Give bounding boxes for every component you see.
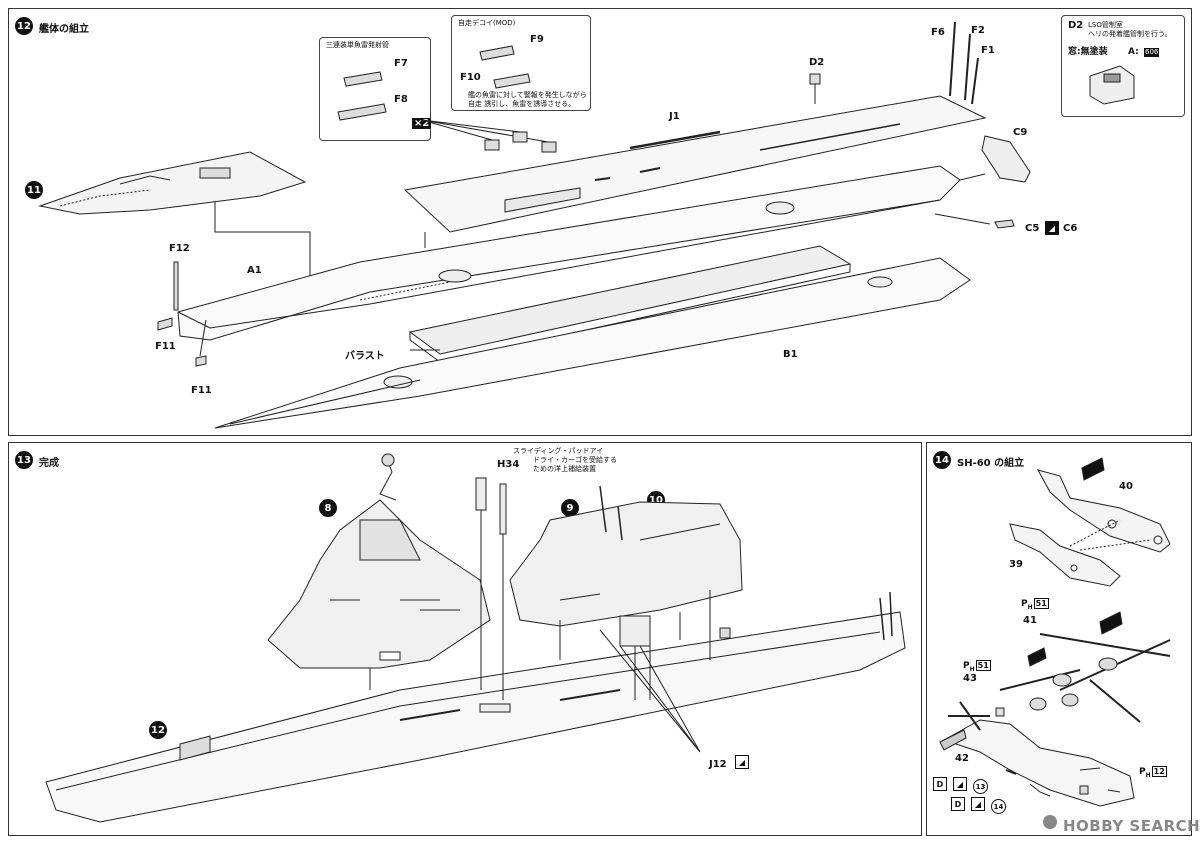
part-42-label: 42	[955, 753, 969, 764]
part-f11a-label: F11	[155, 341, 176, 352]
part-f10-label: F10	[460, 72, 481, 83]
sub-step-10: 10	[647, 491, 665, 509]
step14-number: 14	[933, 451, 951, 469]
ballast-label: バラスト	[345, 351, 385, 362]
decoy-callout-title: 自走デコイ(MOD)	[458, 19, 516, 27]
decal-d-icon: D	[951, 797, 965, 811]
part-40-label: 40	[1119, 481, 1133, 492]
decoy-note-line2: 自走 誘引し、魚雷を誘導させる。	[468, 100, 576, 108]
part-c5-label: C5	[1025, 223, 1040, 234]
part-b1-label: B1	[783, 349, 798, 360]
sub-step-12: 12	[149, 721, 167, 739]
step12-number: 12	[15, 17, 33, 35]
lso-paint-code: A:	[1128, 47, 1139, 57]
count-badge: ×2	[412, 118, 432, 129]
flip-icon: ◢	[1045, 221, 1059, 235]
part-39-label: 39	[1009, 559, 1023, 570]
flip-icon: ◢	[735, 755, 749, 769]
part-f6-label: F6	[931, 27, 945, 38]
step12-panel: 12 艦体の組立 三連装単魚雷発射管 F7 F8 ×2 自走デコイ(MOD) F…	[8, 8, 1192, 436]
lso-line1: LSO管制室	[1088, 21, 1123, 29]
pad-eye-line2: ための洋上補給装置	[533, 465, 596, 473]
part-f7-label: F7	[394, 58, 408, 69]
decal-d-icon: D	[933, 777, 947, 791]
pad-eye-title: スライディング・パッドアイ	[513, 447, 604, 455]
part-h34-label: H34	[497, 459, 520, 470]
decoy-note-line1: 艦の魚雷に対して警報を発生しながら	[468, 91, 587, 99]
pad-eye-line1: ドライ・カーゴを受給する	[533, 456, 617, 464]
step14-title: SH-60 の組立	[957, 458, 1025, 469]
flip-icon: ◢	[971, 797, 985, 811]
lso-paint-note: 窓:無塗装	[1068, 47, 1108, 57]
watermark: HOBBY SEARCH	[1063, 817, 1200, 835]
torpedo-callout: 三連装単魚雷発射管 F7 F8 ×2	[319, 37, 432, 141]
step13-number: 13	[15, 451, 33, 469]
sub-step-9: 9	[561, 499, 579, 517]
part-41-label: 41	[1023, 615, 1037, 626]
step13-title: 完成	[39, 458, 59, 469]
part-j12-label: J12	[709, 759, 727, 770]
part-j1-label: J1	[669, 111, 680, 122]
part-c9-label: C9	[1013, 127, 1028, 138]
part-f2-label: F2	[971, 25, 985, 36]
lso-callout: D2 LSO管制室 ヘリの発着艦管制を行う。 窓:無塗装 A: 606	[1061, 15, 1185, 117]
step12-title: 艦体の組立	[39, 24, 89, 35]
part-d2-label: D2	[809, 57, 825, 68]
decal-14-label: 14	[991, 799, 1006, 814]
flip-icon: ◢	[953, 777, 967, 791]
step13-panel: 13 完成 8 9 10 12 H34 スライディング・パッドアイ ドライ・カー…	[8, 442, 922, 836]
decoy-callout: 自走デコイ(MOD) F9 F10 艦の魚雷に対して警報を発生しながら 自走 誘…	[451, 15, 591, 111]
part-d2-code: D2	[1068, 20, 1084, 31]
lso-paint-number: 606	[1144, 48, 1160, 57]
part-f9-label: F9	[530, 34, 544, 45]
sub-step-11: 11	[25, 181, 43, 199]
part-c6-label: C6	[1063, 223, 1078, 234]
part-a1-label: A1	[247, 265, 262, 276]
part-f1-label: F1	[981, 45, 995, 56]
part-f12-label: F12	[169, 243, 190, 254]
sub-step-8: 8	[319, 499, 337, 517]
lso-line2: ヘリの発着艦管制を行う。	[1088, 30, 1172, 38]
torpedo-callout-title: 三連装単魚雷発射管	[326, 41, 389, 49]
part-f8-label: F8	[394, 94, 408, 105]
part-f11b-label: F11	[191, 385, 212, 396]
part-43-label: 43	[963, 673, 977, 684]
decal-13-label: 13	[973, 779, 988, 794]
